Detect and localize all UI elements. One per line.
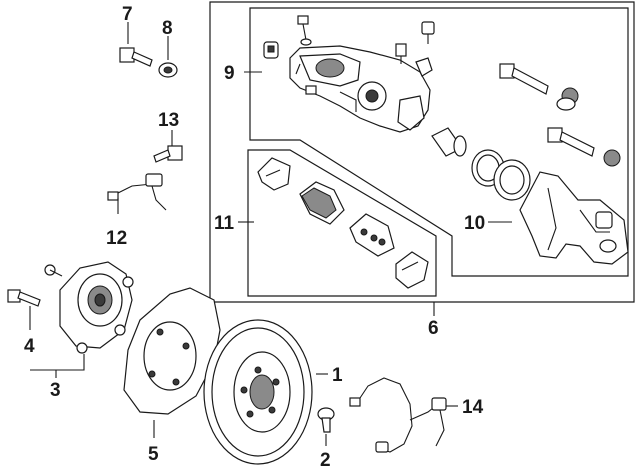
callout-6: 6 [428, 318, 439, 339]
rotor-screw [317, 407, 335, 433]
bleeder-cap [415, 57, 433, 77]
callout-7: 7 [122, 4, 133, 25]
guide-pin-lower [547, 127, 595, 157]
caliper-subgroup-frame [249, 7, 629, 277]
leader-lines [29, 22, 512, 446]
caliper-piston [431, 127, 467, 157]
callout-12: 12 [106, 228, 127, 249]
callout-5: 5 [148, 444, 159, 465]
caliper-housing [263, 41, 431, 133]
callout-10: 10 [464, 213, 485, 234]
brake-pad-outer [349, 213, 395, 257]
abs-sensor-harness [349, 377, 447, 453]
callout-4: 4 [24, 336, 35, 357]
bolt-13 [153, 145, 183, 163]
callout-8: 8 [162, 18, 173, 39]
bolt-7 [119, 47, 153, 67]
callout-11: 11 [214, 213, 235, 234]
pad-clip-upper [257, 157, 291, 191]
caliper-bracket [519, 171, 629, 265]
hub-bolt-4 [7, 289, 41, 307]
guide-pin-boot-upper [556, 87, 579, 111]
bleeder-bolt-top [297, 15, 312, 46]
callout-13: 13 [158, 110, 179, 131]
bleeder-screw [421, 21, 435, 44]
nut-8 [158, 62, 178, 78]
bleeder-valve [395, 43, 407, 64]
hub-bearing-assembly [44, 261, 134, 354]
pad-clip-lower [395, 251, 429, 289]
callout-3: 3 [50, 380, 61, 401]
brake-pad-inner [299, 181, 345, 225]
caliper-assembly-frame [209, 1, 635, 303]
piston-boot [493, 159, 531, 201]
callout-2: 2 [320, 450, 331, 471]
brake-rotor [203, 319, 313, 465]
guide-pin-upper [499, 63, 549, 95]
pad-kit-frame [247, 149, 437, 297]
guide-pin-boot-lower [603, 149, 621, 167]
callout-1: 1 [332, 365, 343, 386]
wheel-speed-sensor-12 [107, 173, 167, 211]
callout-14: 14 [462, 397, 484, 418]
callout-9: 9 [224, 63, 235, 84]
